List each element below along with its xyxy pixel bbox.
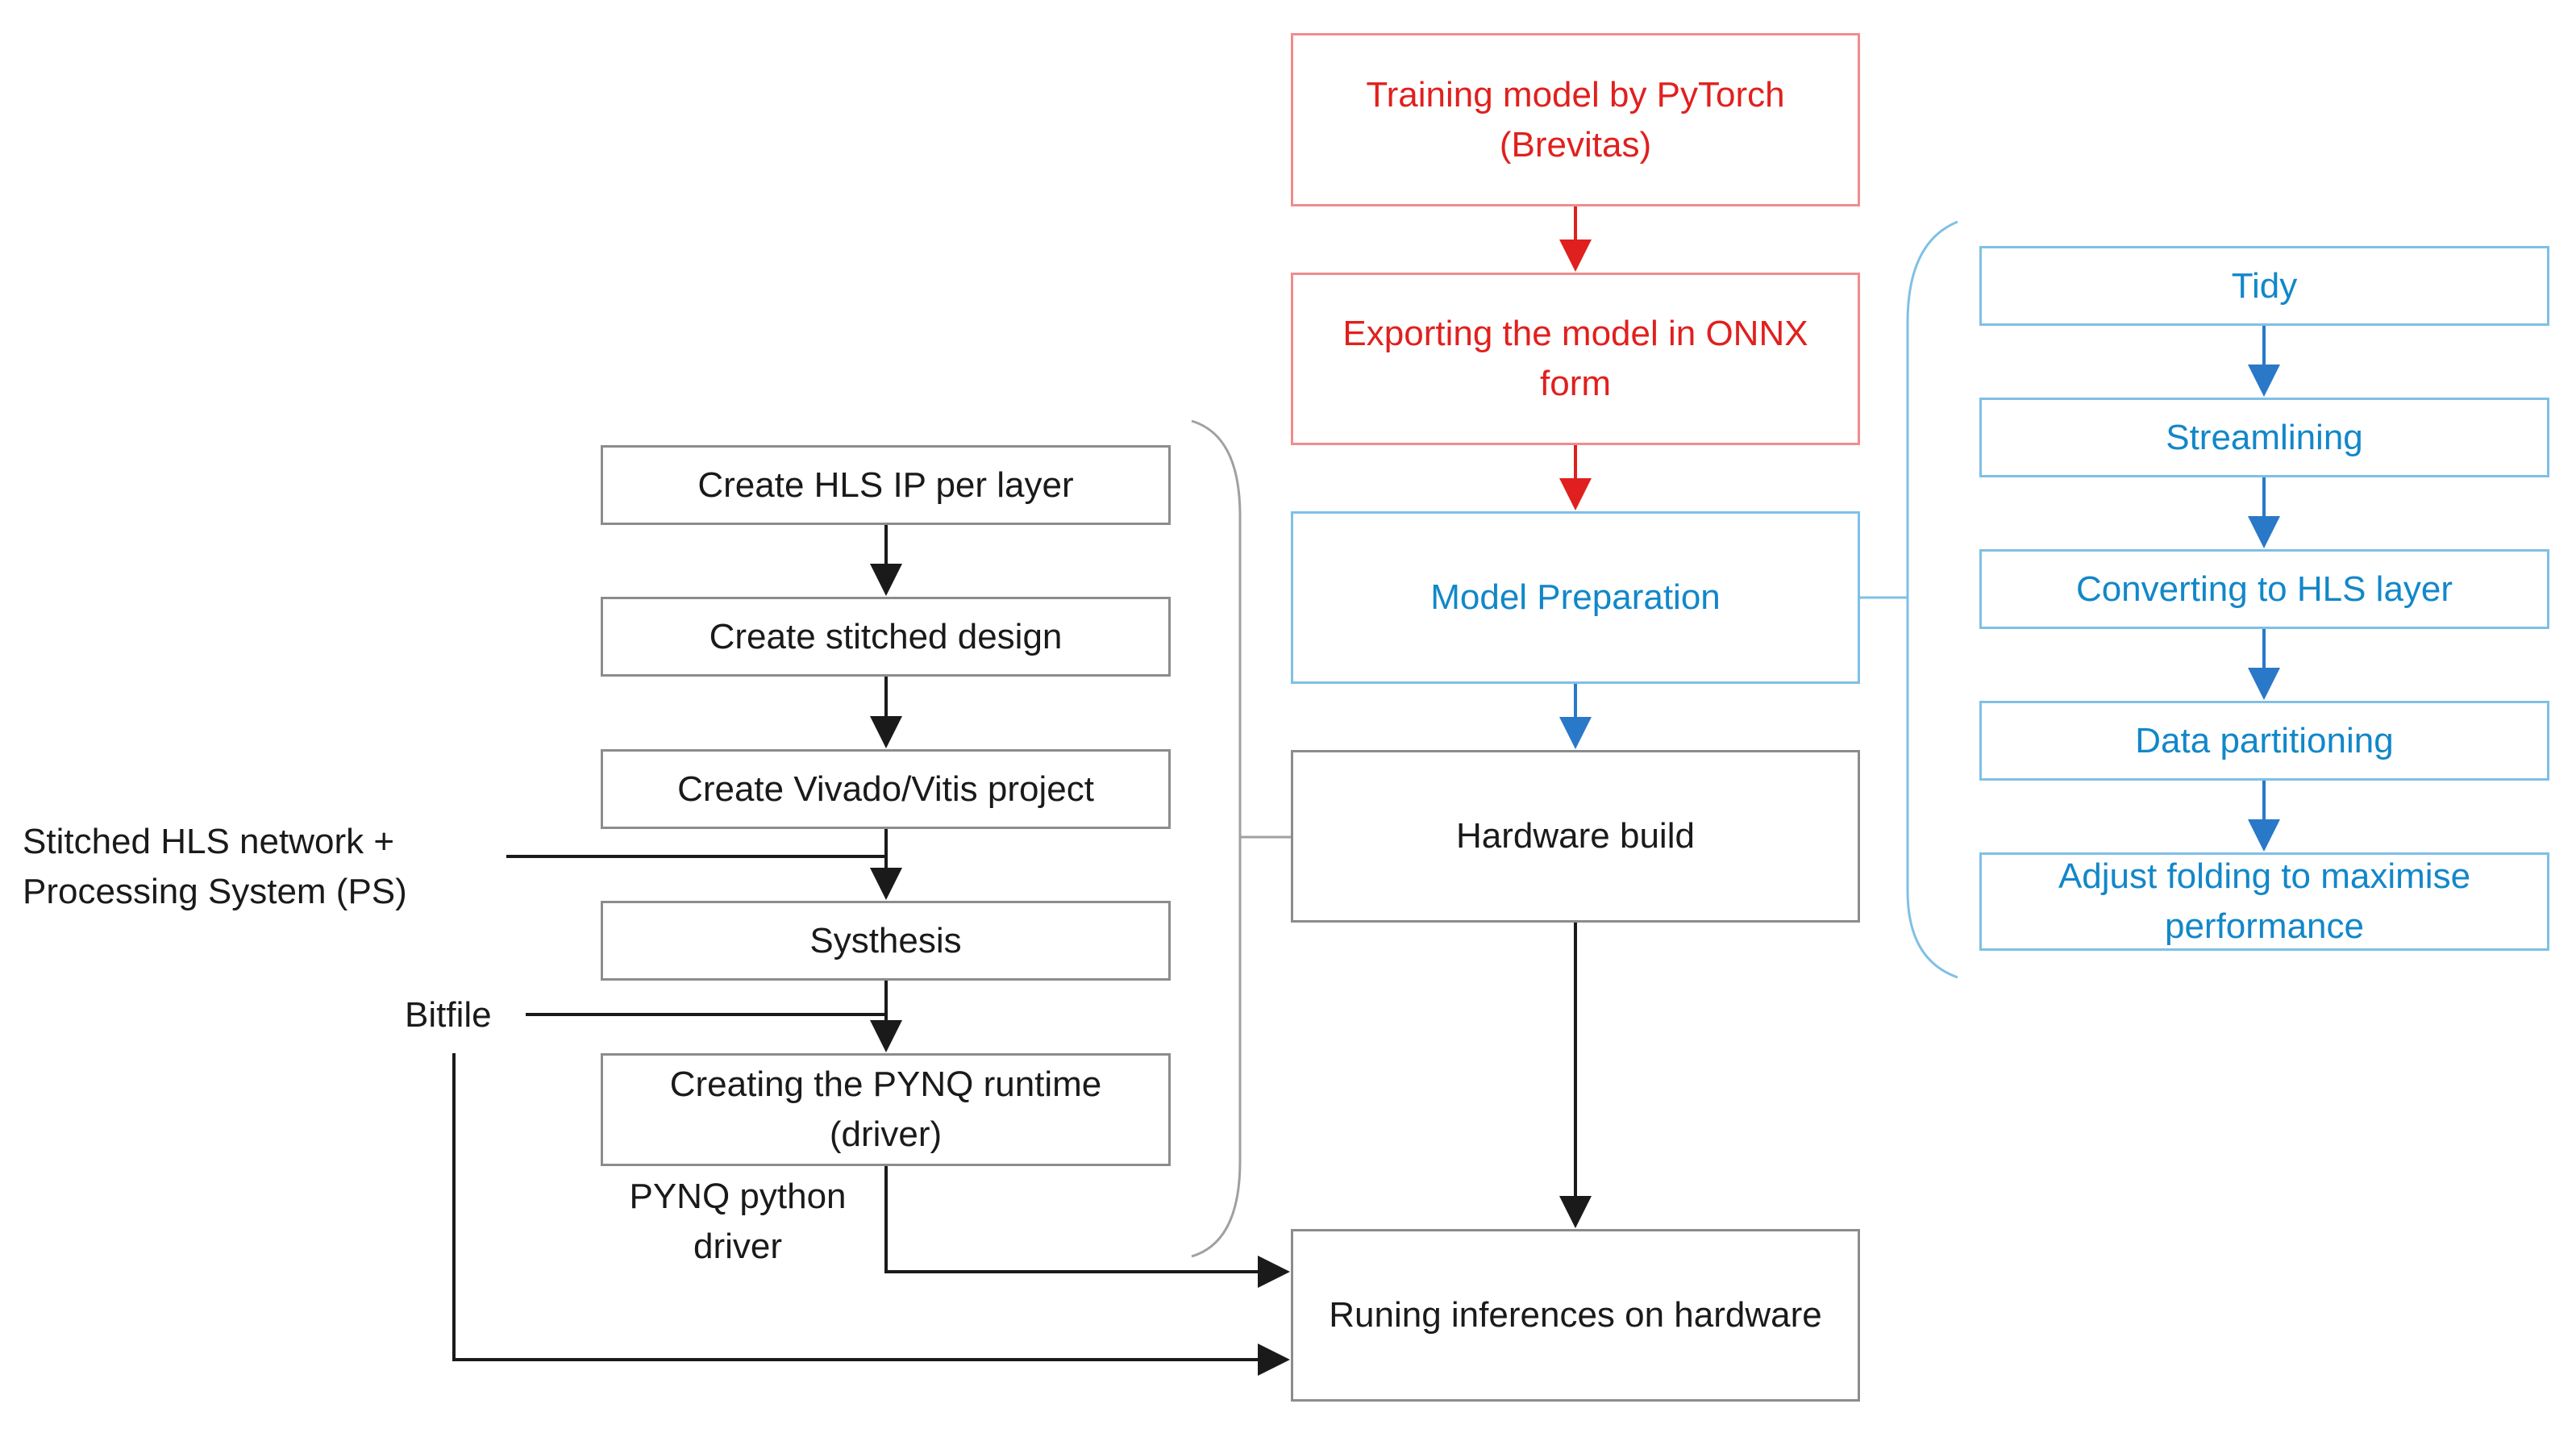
- build-step-stitched-design: Create stitched design: [601, 597, 1171, 677]
- prep-step-adjust-folding: Adjust folding to maximise performance: [1979, 852, 2549, 951]
- brace-prep-steps: [1860, 220, 1958, 979]
- build-step-vivado-project: Create Vivado/Vitis project: [601, 749, 1171, 829]
- build-step-synthesis: Systhesis: [601, 901, 1171, 981]
- arrow-driver-to-run: [884, 1166, 1290, 1288]
- arrow-bitfile-to-run: [452, 1053, 1290, 1376]
- hardware-build-box: Hardware build: [1291, 750, 1860, 923]
- brace-build-steps: [1191, 419, 1291, 1258]
- training-box: Training model by PyTorch (Brevitas): [1291, 33, 1860, 206]
- bitfile-label: Bitfile: [405, 995, 492, 1035]
- stitched-network-label: Stitched HLS network + Processing System…: [23, 822, 407, 911]
- prep-step-streamlining: Streamlining: [1979, 398, 2549, 477]
- build-step-pynq-runtime: Creating the PYNQ runtime (driver): [601, 1053, 1171, 1166]
- model-preparation-box: Model Preparation: [1291, 511, 1860, 684]
- running-inferences-box: Runing inferences on hardware: [1291, 1229, 1860, 1402]
- pynq-driver-label: PYNQ python driver: [629, 1177, 847, 1266]
- build-step-hls-ip: Create HLS IP per layer: [601, 445, 1171, 525]
- prep-step-tidy: Tidy: [1979, 246, 2549, 326]
- prep-step-converting: Converting to HLS layer: [1979, 549, 2549, 629]
- prep-step-data-partitioning: Data partitioning: [1979, 701, 2549, 781]
- exporting-box: Exporting the model in ONNX form: [1291, 273, 1860, 445]
